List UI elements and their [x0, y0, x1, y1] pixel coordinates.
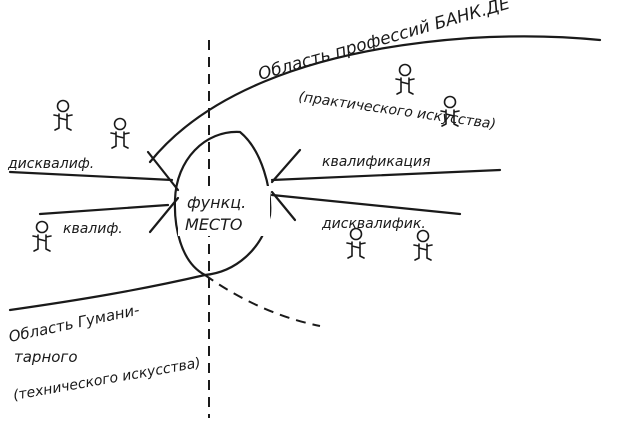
functional-place-label-backing: [178, 186, 270, 236]
person-icon: [110, 117, 130, 149]
left-arrow-lower: [148, 196, 180, 234]
disqualif-right-label: дисквалифик.: [321, 216, 426, 232]
professions-boundary-curve: [148, 35, 602, 164]
humanitarian-boundary-curve: [204, 274, 321, 327]
qualif-left-label: квалиф.: [63, 221, 123, 237]
area-professions-title: Область профессий БАНК.ДЕ: [256, 0, 513, 85]
left-arrow-upper: [146, 150, 180, 192]
qualification-right-line: [270, 168, 502, 182]
disqualif-left-label: дисквалиф.: [7, 156, 94, 172]
person-icon: [346, 227, 366, 259]
person-icon: [395, 63, 415, 95]
person-icon: [32, 220, 52, 252]
person-icon: [413, 229, 433, 261]
qualification-right-label: квалификация: [322, 154, 431, 170]
humanitarian-lower-line: [8, 273, 207, 312]
area-humanitarian-line2: тарного: [14, 348, 78, 366]
functional-place-line2: МЕСТО: [185, 215, 242, 234]
right-arrow-upper: [270, 148, 302, 184]
right-arrow-lower: [270, 190, 297, 222]
qualif-left-line: [38, 203, 170, 216]
disqualif-right-line: [270, 193, 462, 216]
person-icon: [53, 99, 73, 131]
functional-place-line1: функц.: [187, 193, 246, 212]
area-professions-subtitle: (практического искусства): [297, 89, 496, 133]
disqualif-left-line: [8, 170, 174, 182]
